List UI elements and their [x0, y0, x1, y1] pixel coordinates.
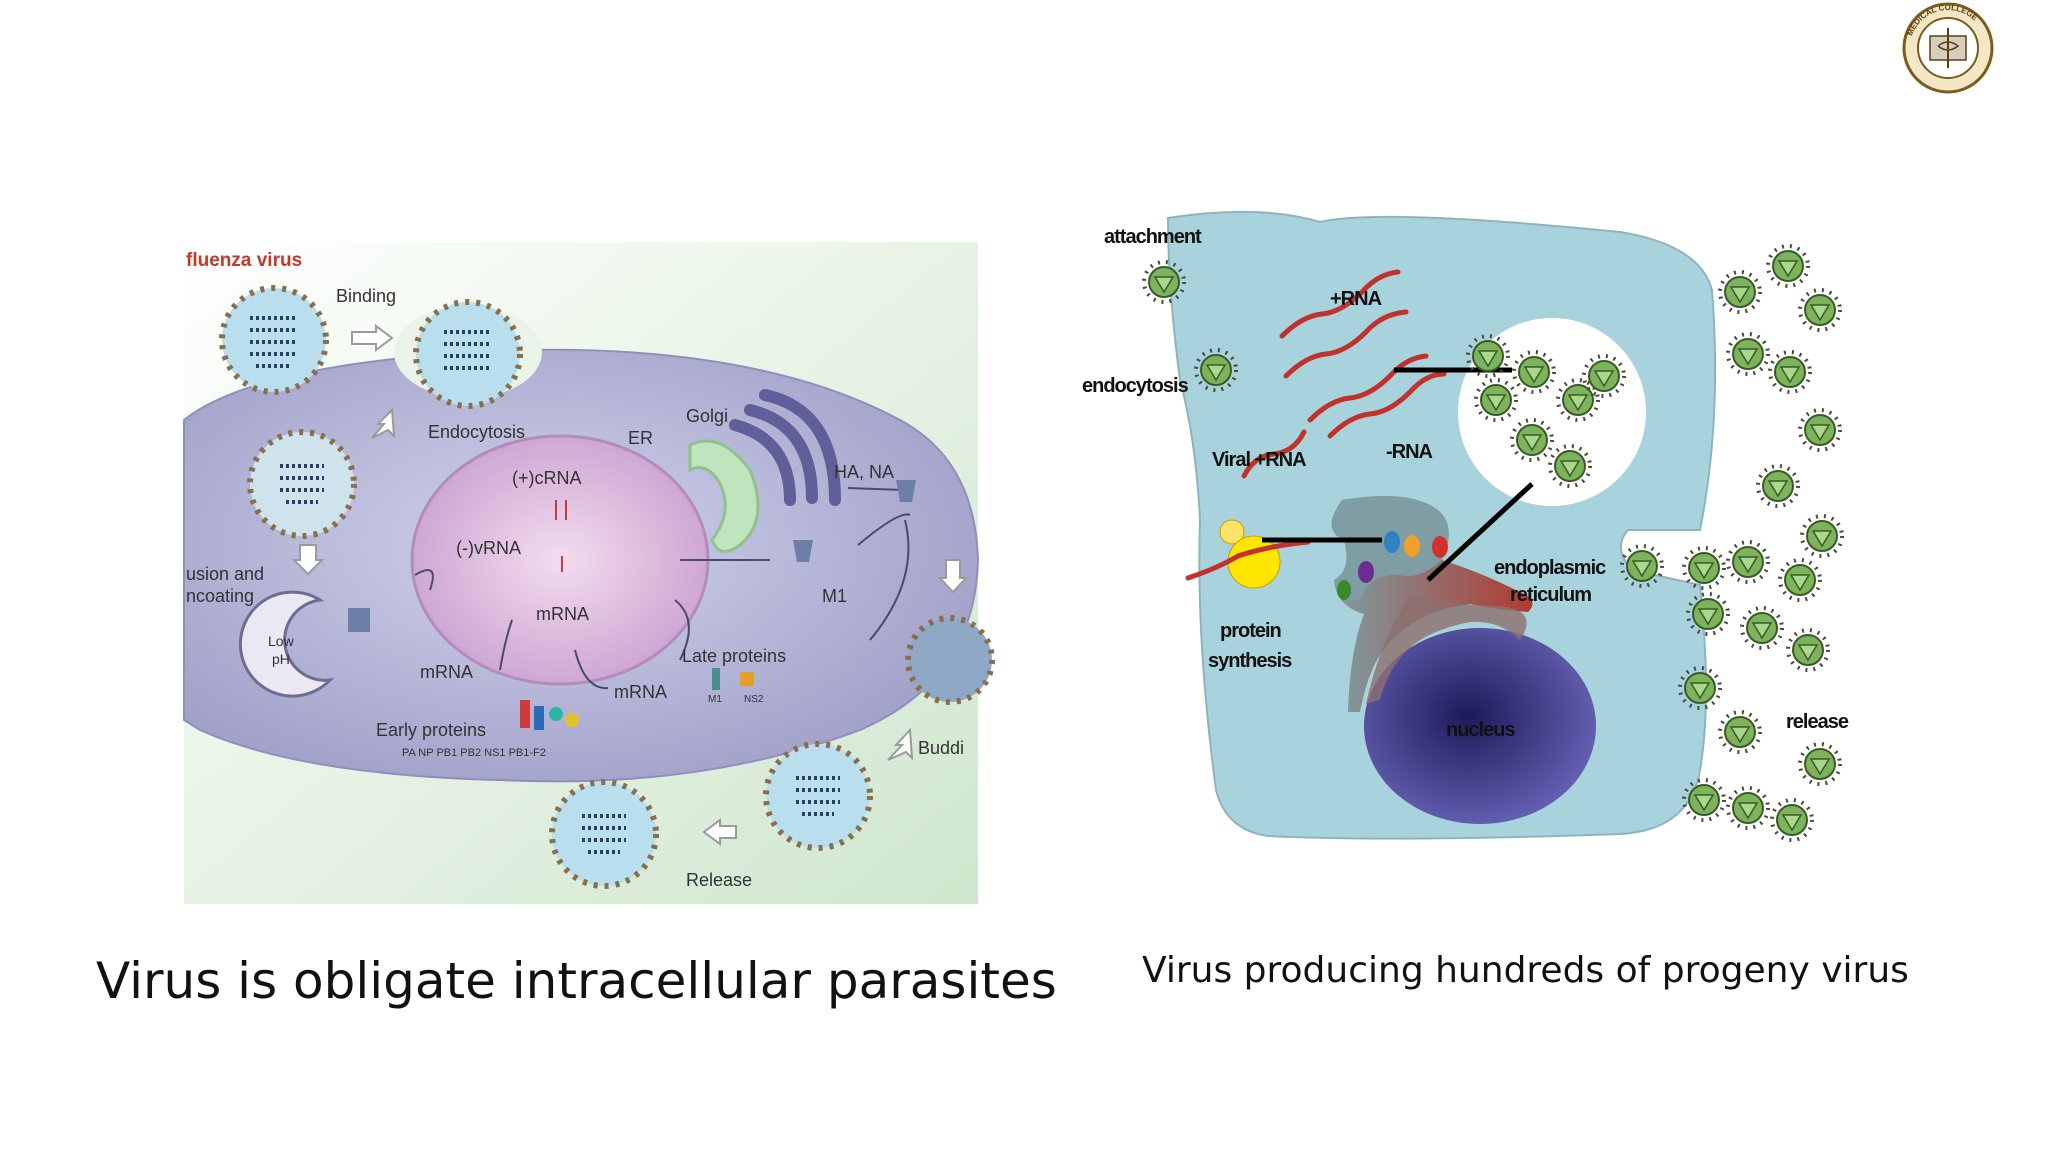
label-release-right: release — [1786, 711, 1849, 733]
virion-icon — [1798, 408, 1842, 452]
rna-strands — [1185, 269, 1447, 581]
college-logo: MEDICAL COLLEGE — [1902, 2, 1994, 94]
ribosome-large — [1227, 535, 1281, 589]
nucleus-right — [1364, 628, 1596, 824]
virion-budding — [905, 615, 995, 705]
process-arrows — [291, 324, 969, 846]
virion-icon — [1786, 628, 1830, 672]
label-attachment: attachment — [1104, 226, 1202, 248]
virion-icon — [1686, 592, 1730, 636]
virion-icon — [1770, 798, 1814, 842]
virion-icon — [1678, 666, 1722, 710]
virion-icon — [1778, 558, 1822, 602]
endoplasmic-reticulum — [688, 439, 760, 553]
uncoating-endosome — [238, 590, 370, 698]
virion-icon — [1556, 378, 1600, 422]
label-mrna-left: mRNA — [420, 662, 473, 682]
virion-icon — [1194, 348, 1238, 392]
virion-icon — [1582, 354, 1626, 398]
virion-icon — [1766, 244, 1810, 288]
label-binding: Binding — [336, 286, 396, 306]
golgi-apparatus — [729, 389, 841, 506]
caption-right: Virus producing hundreds of progeny viru… — [1142, 950, 1909, 991]
virion-icon — [1466, 334, 1510, 378]
golgi-virion-fragments — [793, 480, 916, 562]
virion-icon — [1620, 544, 1664, 588]
virion-icon — [1740, 606, 1784, 650]
label-plus-rna: +RNA — [1330, 288, 1382, 310]
virion-released-2 — [549, 779, 659, 889]
protein-beads — [1337, 531, 1448, 600]
label-endoplasmic-1: endoplasmic — [1494, 557, 1606, 579]
late-protein-glyphs — [712, 668, 754, 690]
ribosome-small — [1219, 519, 1245, 545]
virion-icon — [1798, 288, 1842, 332]
label-m1: M1 — [822, 586, 847, 606]
label-minus-rna: -RNA — [1386, 441, 1433, 463]
virion-icon — [1474, 378, 1518, 422]
label-protein-1: protein — [1220, 620, 1281, 642]
progeny-virions — [1142, 244, 1844, 842]
label-early-proteins: Early proteins — [376, 720, 486, 740]
virion-icon — [1726, 332, 1770, 376]
nucleus-arrows — [555, 500, 567, 572]
virion-released-1 — [763, 741, 873, 851]
label-er: ER — [628, 428, 653, 448]
virion-icon — [1798, 742, 1842, 786]
label-budding: Buddi — [918, 738, 964, 758]
virion-icon — [1512, 350, 1556, 394]
virion-icon — [1726, 540, 1770, 584]
virion-icon — [1768, 350, 1812, 394]
label-late-ns2: NS2 — [744, 694, 764, 705]
virion-binding — [219, 285, 329, 395]
label-low-ph-1: Low — [268, 633, 295, 649]
label-low-ph-2: pH — [272, 651, 290, 667]
label-protein-2: synthesis — [1208, 650, 1292, 672]
virus-replication-diagram: attachment endocytosis +RNA -RNA Viral +… — [1082, 210, 1850, 842]
label-late-m1: M1 — [708, 694, 722, 705]
label-endocytosis: Endocytosis — [428, 422, 525, 442]
label-ha-na: HA, NA — [834, 462, 894, 482]
virion-icon — [1756, 464, 1800, 508]
label-fusion-2: ncoating — [186, 586, 254, 606]
influenza-lifecycle-diagram: fluenza virus — [183, 242, 995, 904]
right-diagram-labels: attachment endocytosis +RNA -RNA Viral +… — [1082, 226, 1850, 741]
label-late-proteins: Late proteins — [682, 646, 786, 666]
label-release: Release — [686, 870, 752, 890]
label-nucleus-right: nucleus — [1446, 719, 1515, 741]
label-mrna-center: mRNA — [536, 604, 589, 624]
virion-icon — [1718, 270, 1762, 314]
virion-icon — [1682, 778, 1726, 822]
label-endoplasmic-2: reticulum — [1510, 584, 1591, 606]
label-golgi: Golgi — [686, 406, 728, 426]
virion-icon — [1510, 418, 1554, 462]
virion-icon — [1726, 786, 1770, 830]
label-crna: (+)cRNA — [512, 468, 582, 488]
label-vrna: (-)vRNA — [456, 538, 521, 558]
virion-icon — [1142, 260, 1186, 304]
left-diagram-labels: Binding Endocytosis ER Golgi HA, NA (+)c… — [186, 286, 964, 890]
label-early-sub: PA NP PB1 PB2 NS1 PB1-F2 — [402, 747, 546, 759]
virion-icon — [1548, 444, 1592, 488]
label-viral-plus-rna: Viral +RNA — [1212, 449, 1306, 471]
label-endocytosis-right: endocytosis — [1082, 375, 1189, 397]
virion-icon — [1682, 546, 1726, 590]
influenza-title: fluenza virus — [186, 250, 302, 271]
virion-icon — [1800, 514, 1844, 558]
virion-bound — [394, 299, 542, 409]
flow-lines — [414, 487, 911, 690]
label-mrna-right: mRNA — [614, 682, 667, 702]
virion-endosome — [247, 429, 357, 539]
virion-icon — [1718, 710, 1762, 754]
caption-left: Virus is obligate intracellular parasite… — [96, 952, 1057, 1010]
early-protein-glyphs — [520, 700, 579, 730]
label-fusion-1: usion and — [186, 564, 264, 584]
